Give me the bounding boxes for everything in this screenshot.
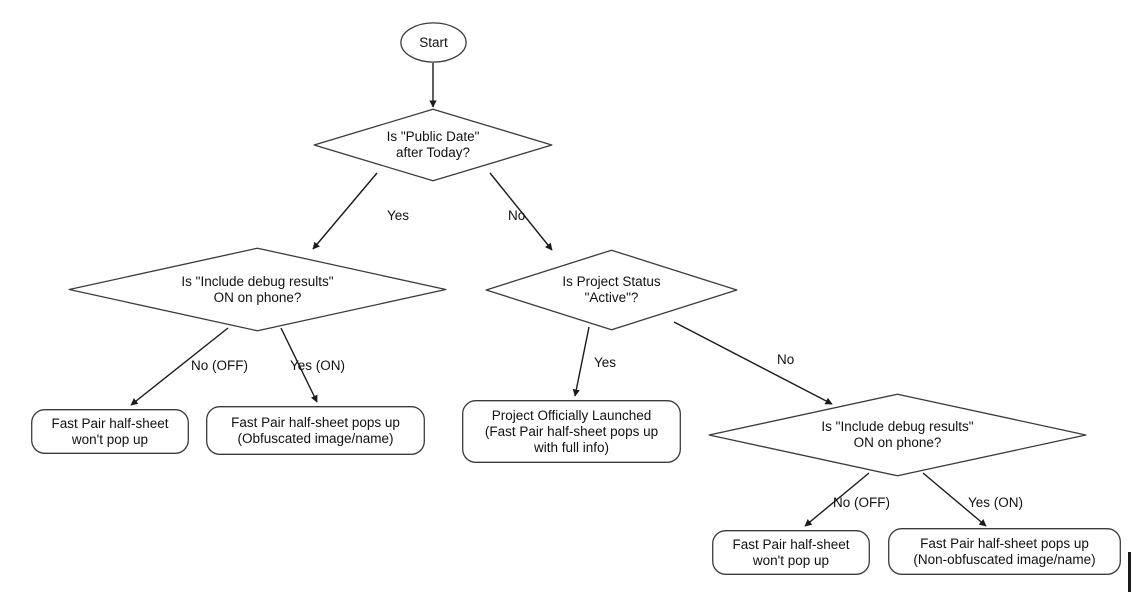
node-result-obfuscated[interactable]: Fast Pair half-sheet pops up (Obfuscated… [206, 406, 425, 455]
diamond-shape [485, 249, 738, 331]
edge-label-debug-right-yes: Yes (ON) [968, 495, 1024, 510]
node-decision-public-date-label: Is "Public Date" after Today? [386, 129, 480, 160]
node-result-obfuscated-label: Fast Pair half-sheet pops up (Obfuscated… [231, 414, 400, 446]
node-start[interactable]: Start [400, 22, 467, 63]
node-decision-debug-right-label: Is "Include debug results" ON on phone? [821, 419, 974, 450]
ellipse-shape [400, 22, 467, 63]
edge-public-date-yes [312, 172, 378, 250]
rounded-box-shape [462, 400, 681, 463]
node-result-no-popup-left[interactable]: Fast Pair half-sheet won't pop up [31, 409, 189, 454]
rounded-box-shape [206, 406, 425, 455]
diamond-shape [313, 108, 553, 182]
edge-label-status-yes: Yes [594, 355, 617, 370]
node-decision-debug-left-label: Is "Include debug results" ON on phone? [181, 273, 334, 305]
node-decision-project-status-label: Is Project Status "Active"? [562, 274, 661, 305]
node-result-non-obfuscated-label: Fast Pair half-sheet pops up (Non-obfusc… [913, 535, 1096, 567]
node-decision-public-date[interactable]: Is "Public Date" after Today? [313, 108, 553, 182]
rounded-box-shape [888, 528, 1121, 575]
rounded-box-shape [712, 530, 870, 575]
node-decision-debug-right[interactable]: Is "Include debug results" ON on phone? [708, 393, 1087, 477]
node-result-no-popup-left-label: Fast Pair half-sheet won't pop up [51, 415, 169, 447]
edge-label-public-date-yes: Yes [387, 208, 410, 223]
node-result-non-obfuscated[interactable]: Fast Pair half-sheet pops up (Non-obfusc… [888, 528, 1121, 575]
node-result-project-launched-label: Project Officially Launched (Fast Pair h… [484, 407, 659, 455]
edge-label-status-no: No [777, 352, 795, 367]
node-decision-project-status[interactable]: Is Project Status "Active"? [485, 249, 738, 331]
node-result-project-launched[interactable]: Project Officially Launched (Fast Pair h… [462, 400, 681, 463]
edge-status-no [673, 321, 833, 405]
edge-label-debug-left-yes: Yes (ON) [290, 358, 346, 373]
edge-label-debug-right-no: No (OFF) [833, 495, 890, 510]
node-start-label: Start [419, 34, 448, 50]
edge-label-debug-left-no: No (OFF) [191, 358, 248, 373]
node-result-no-popup-right[interactable]: Fast Pair half-sheet won't pop up [712, 530, 870, 575]
edge-label-public-date-no: No [508, 208, 526, 223]
diamond-shape [68, 247, 447, 332]
edge-status-yes [572, 326, 590, 397]
rounded-box-shape [31, 409, 189, 454]
node-decision-debug-left[interactable]: Is "Include debug results" ON on phone? [68, 247, 447, 332]
node-result-no-popup-right-label: Fast Pair half-sheet won't pop up [732, 536, 850, 568]
diamond-shape [708, 393, 1087, 477]
page-edge-artifact [1128, 552, 1131, 592]
